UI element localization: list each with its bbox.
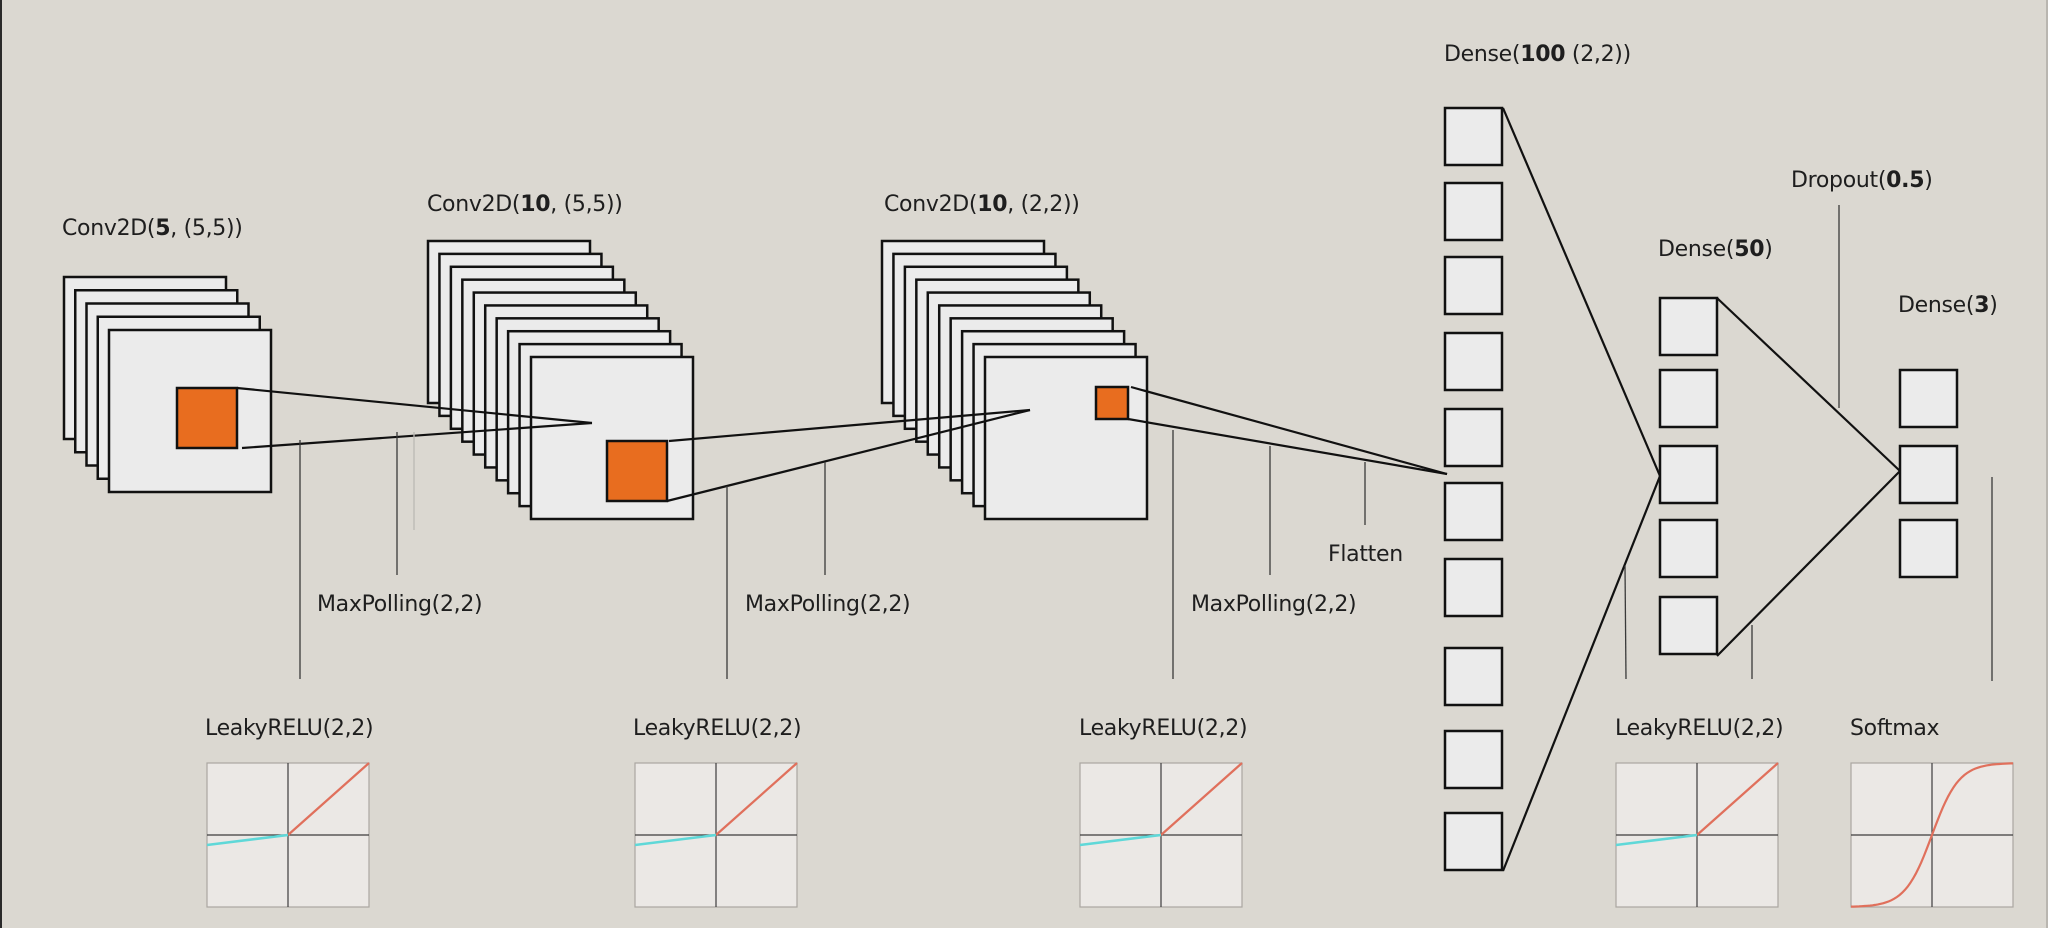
label-maxpool-3: MaxPolling(2,2)	[1191, 592, 1357, 617]
dense100-unit	[1443, 557, 1504, 618]
negative-segment	[1615, 833, 1698, 847]
cone-dense100-top	[1501, 107, 1662, 477]
dense100-unit	[1443, 181, 1504, 242]
filter-square	[605, 439, 669, 503]
cone-conv2-top	[668, 408, 1031, 443]
label-activation-3: LeakyRELU(2,2)	[1079, 716, 1248, 741]
conv2-stack	[426, 239, 695, 521]
cone-dense100-bottom	[1501, 475, 1662, 872]
activation-plot-4	[1615, 762, 1779, 908]
dense100-unit	[1443, 646, 1504, 707]
label-dense100: Dense(100 (2,2))	[1444, 42, 1631, 67]
label-dropout: Dropout(0.5)	[1791, 168, 1933, 193]
cone-conv3-bottom	[1127, 417, 1448, 476]
dense50-unit	[1658, 368, 1719, 429]
label-flatten: Flatten	[1328, 542, 1403, 567]
dense100-unit	[1443, 331, 1504, 392]
label-activation-softmax: Softmax	[1850, 716, 1940, 741]
cone-dense50-bottom	[1716, 470, 1901, 657]
left-border	[0, 0, 2, 928]
positive-segment	[1696, 762, 1779, 836]
right-border	[2046, 0, 2048, 928]
dense100-unit	[1443, 255, 1504, 316]
feature-map	[983, 355, 1149, 521]
label-activation-1: LeakyRELU(2,2)	[205, 716, 374, 741]
sigmoid-curve	[1851, 762, 2013, 908]
conv1-stack	[62, 275, 273, 494]
dense100-unit	[1443, 481, 1504, 542]
label-maxpool-2: MaxPolling(2,2)	[745, 592, 911, 617]
positive-segment	[287, 762, 370, 836]
dense3-unit	[1898, 518, 1959, 579]
activation-plot-5	[1850, 762, 2014, 908]
dense100-unit	[1443, 407, 1504, 468]
filter-square	[175, 386, 239, 450]
dense100-unit	[1443, 811, 1504, 872]
conv3-stack	[880, 239, 1149, 521]
activation-plot-1	[206, 762, 370, 908]
dense100-unit	[1443, 106, 1504, 167]
leader-line	[1624, 565, 1627, 680]
dense100-unit	[1443, 729, 1504, 790]
activation-plots	[206, 762, 2014, 908]
leader-lines	[299, 205, 1993, 681]
label-maxpool-1: MaxPolling(2,2)	[317, 592, 483, 617]
label-activation-2: LeakyRELU(2,2)	[633, 716, 802, 741]
dense50-unit	[1658, 518, 1719, 579]
label-activation-4: LeakyRELU(2,2)	[1615, 716, 1784, 741]
label-dense50: Dense(50)	[1658, 237, 1773, 262]
positive-segment	[715, 762, 798, 836]
activation-plot-2	[634, 762, 798, 908]
negative-segment	[1079, 833, 1162, 847]
positive-segment	[1160, 762, 1243, 836]
cone-conv3-top	[1130, 385, 1448, 476]
label-conv2: Conv2D(10, (5,5))	[427, 192, 623, 217]
dense-units	[1443, 106, 1959, 872]
activation-plot-3	[1079, 762, 1243, 908]
dense50-unit	[1658, 296, 1719, 357]
cone-dense50-top	[1716, 297, 1901, 472]
cone-conv2-bottom	[666, 408, 1031, 503]
label-conv3: Conv2D(10, (2,2))	[884, 192, 1080, 217]
cone-conv1-top	[236, 386, 593, 425]
dense50-unit	[1658, 444, 1719, 505]
conv-stacks	[62, 239, 1149, 521]
negative-segment	[634, 833, 717, 847]
label-conv1: Conv2D(5, (5,5))	[62, 216, 243, 241]
filter-square	[1094, 385, 1130, 421]
dense3-unit	[1898, 368, 1959, 429]
label-dense3: Dense(3)	[1898, 293, 1998, 318]
dense50-unit	[1658, 595, 1719, 656]
negative-segment	[206, 833, 289, 847]
dense3-unit	[1898, 444, 1959, 505]
connection-lines	[236, 107, 1901, 872]
